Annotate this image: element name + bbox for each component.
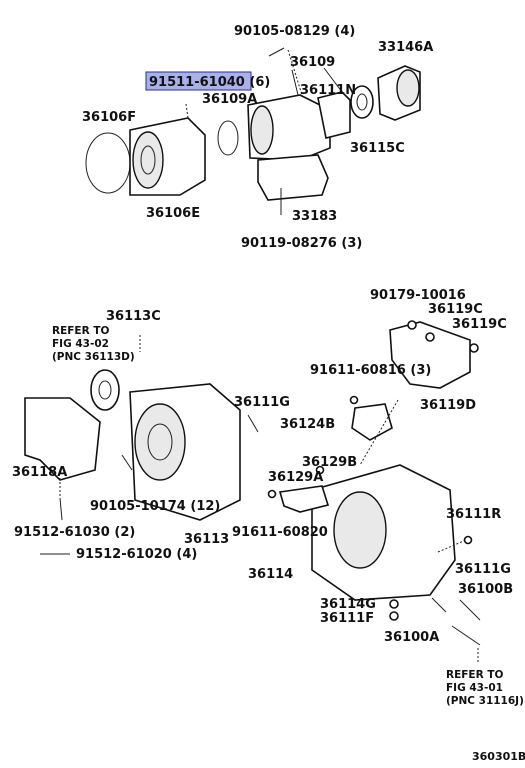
case-36113-bore [134, 403, 186, 481]
bracket-33183 [257, 154, 329, 201]
label-36129b: 36129B [302, 455, 357, 470]
gasket-36114g [389, 599, 399, 609]
label-36106f: 36106F [82, 110, 136, 125]
label-36114: 36114 [248, 567, 293, 582]
bushing-36111n [317, 91, 351, 139]
highlight-box [145, 71, 252, 91]
gasket-36129b [315, 465, 325, 475]
label-36109: 36109 [290, 55, 335, 70]
label-36100b: 36100B [458, 582, 513, 597]
label-36111g-a: 36111G [234, 395, 290, 410]
bolt-36100b [459, 599, 481, 621]
bolt-91512-61030 [59, 497, 63, 521]
seal-36113c [90, 369, 120, 411]
label-91512-61020: 91512-61020 (4) [76, 547, 197, 562]
ring-36109a [217, 120, 239, 156]
label-36129a: 36129A [268, 470, 323, 485]
pin-36111g [247, 414, 259, 433]
case-36114-bore [333, 491, 387, 569]
label-33183: 33183 [292, 209, 337, 224]
stud-91611-60816 [349, 395, 359, 405]
label-36113: 36113 [184, 532, 229, 547]
sleeve-bore [396, 69, 420, 107]
leader-36111r [437, 539, 467, 553]
seal-36115c [350, 85, 374, 119]
stud-91611-60820 [267, 489, 277, 499]
leader-91511-61040 [185, 103, 189, 119]
label-33146a: 33146A [378, 40, 433, 55]
seal-inner [356, 93, 368, 111]
hanger-36129a [278, 485, 330, 513]
ref-fig-43-01-line1: REFER TO [446, 669, 504, 681]
label-36118a: 36118A [12, 465, 67, 480]
label-36119c-b: 36119C [452, 317, 507, 332]
label-90105-08129: 90105-08129 (4) [234, 24, 355, 39]
label-36113c: 36113C [106, 309, 161, 324]
washer-36119c-a [425, 332, 435, 342]
housing-inner-bore [140, 145, 156, 175]
label-90119-08276: 90119-08276 (3) [241, 236, 362, 251]
label-36111r: 36111R [446, 507, 501, 522]
plate-36124b [351, 403, 393, 441]
label-90179-10016: 90179-10016 [370, 288, 466, 303]
seal-36113c-inner [98, 380, 112, 400]
label-36114g: 36114G [320, 597, 376, 612]
label-91611-60816: 91611-60816 (3) [310, 363, 431, 378]
nut-90179-10016 [407, 320, 417, 330]
bracket-36118a [24, 397, 101, 481]
label-91611-60820: 91611-60820 [232, 525, 328, 540]
bracket-36119d [389, 321, 471, 389]
ref-fig-43-01-line2: FIG 43-01 [446, 682, 503, 694]
label-36111f: 36111F [320, 611, 374, 626]
plug-36111r [463, 535, 473, 545]
label-36124b: 36124B [280, 417, 335, 432]
housing-bore [132, 131, 164, 189]
ref-fig-43-02-line2: FIG 43-02 [52, 338, 109, 350]
bolt-90105-10174 [121, 454, 133, 471]
bolt-90105-08129 [268, 47, 285, 57]
label-90105-10174: 90105-10174 (12) [90, 499, 220, 514]
plug-36111f [389, 611, 399, 621]
ref-fig-43-02-line3: (PNC 36113D) [52, 351, 135, 363]
bolt-36100a [451, 625, 481, 646]
ref-fig-43-01-line3: (PNC 31116J) [446, 695, 524, 707]
leader-36119d [359, 399, 399, 466]
case-36113-inner [147, 423, 173, 461]
label-91511-61040[interactable]: 91511-61040 (6) [149, 75, 270, 90]
label-36111g-b: 36111G [455, 562, 511, 577]
label-36119d: 36119D [420, 398, 476, 413]
case-bore [250, 105, 274, 155]
ref-fig-43-02-line1: REFER TO [52, 325, 110, 337]
label-36119c-a: 36119C [428, 302, 483, 317]
label-36115c: 36115C [350, 141, 405, 156]
pin-36111g-b [431, 597, 447, 613]
label-36100a: 36100A [384, 630, 439, 645]
label-36111n: 36111N [300, 83, 356, 98]
o-ring-36106f [85, 132, 131, 194]
leader-36109-b [291, 69, 299, 96]
label-36106e: 36106E [146, 206, 200, 221]
diagram-code: 360301B [472, 750, 525, 763]
label-91512-61030: 91512-61030 (2) [14, 525, 135, 540]
leader-36109 [323, 67, 343, 93]
label-36109a: 36109A [202, 92, 257, 107]
washer-36119c-b [469, 343, 479, 353]
